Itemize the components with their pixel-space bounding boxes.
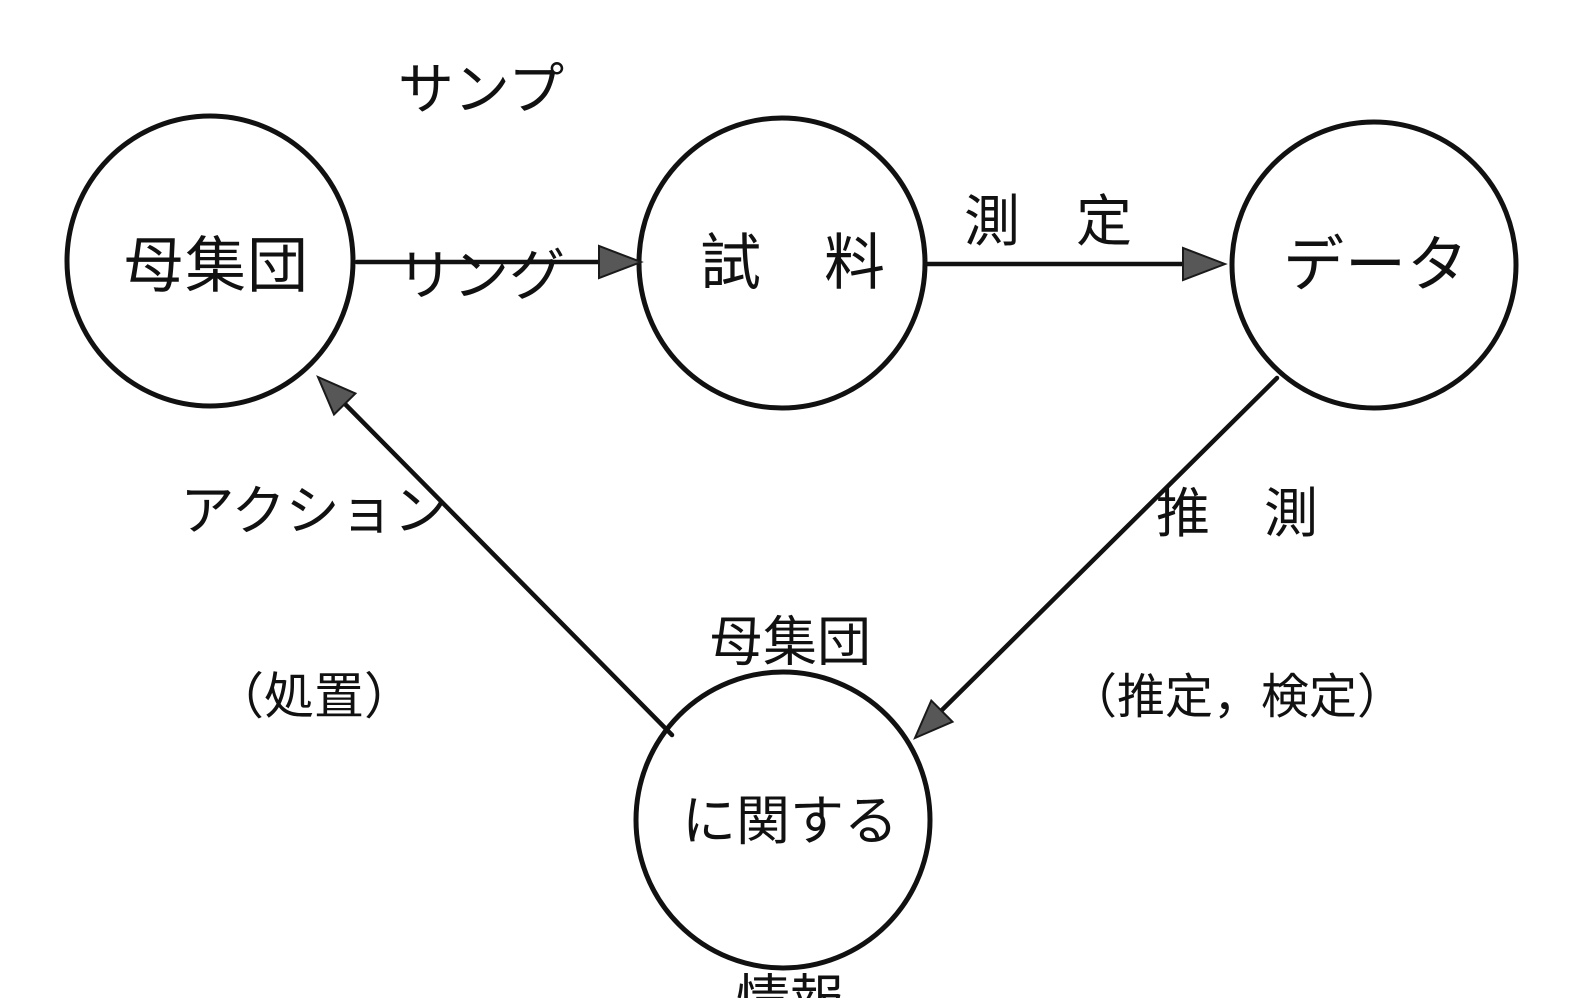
inference-label-line-2: （推定，検定）: [1068, 671, 1406, 724]
data-node-label: データ: [1282, 230, 1470, 299]
population-node-label: 母集団: [122, 231, 310, 300]
population-info-line-3: 情報: [682, 966, 898, 998]
inference-label-line-1: 推 測: [1155, 484, 1318, 544]
sampling-edge-label: サンプ リング: [397, 0, 565, 425]
inference-arrowhead: [913, 698, 955, 740]
action-edge-label: アクション （処置）: [180, 364, 447, 845]
sampling-label-line-1: サンプ: [397, 58, 565, 121]
inference-edge-label: 推 測 （推定，検定）: [1069, 366, 1405, 846]
action-label-line-2: （処置）: [214, 668, 414, 725]
data-node-circle: [1229, 119, 1519, 411]
population-info-line-2: に関する: [682, 791, 898, 852]
sampling-label-line-2: リング: [397, 244, 565, 307]
action-arrowhead: [316, 375, 358, 417]
population-info-node-circle: [633, 669, 933, 971]
sampling-arrowhead: [598, 244, 644, 280]
action-label-line-1: アクション: [180, 481, 448, 542]
action-arrow-line: [342, 401, 675, 738]
measurement-arrowhead: [1182, 246, 1228, 282]
sample-node-label: 試 料: [699, 228, 887, 297]
measurement-edge-label: 測 定: [964, 190, 1132, 253]
population-info-node-label: 母集団 に関する 情報: [682, 500, 898, 998]
population-info-line-1: 母集団: [709, 612, 871, 673]
inference-arrow-line: [938, 375, 1280, 714]
population-node-circle: [64, 113, 356, 409]
